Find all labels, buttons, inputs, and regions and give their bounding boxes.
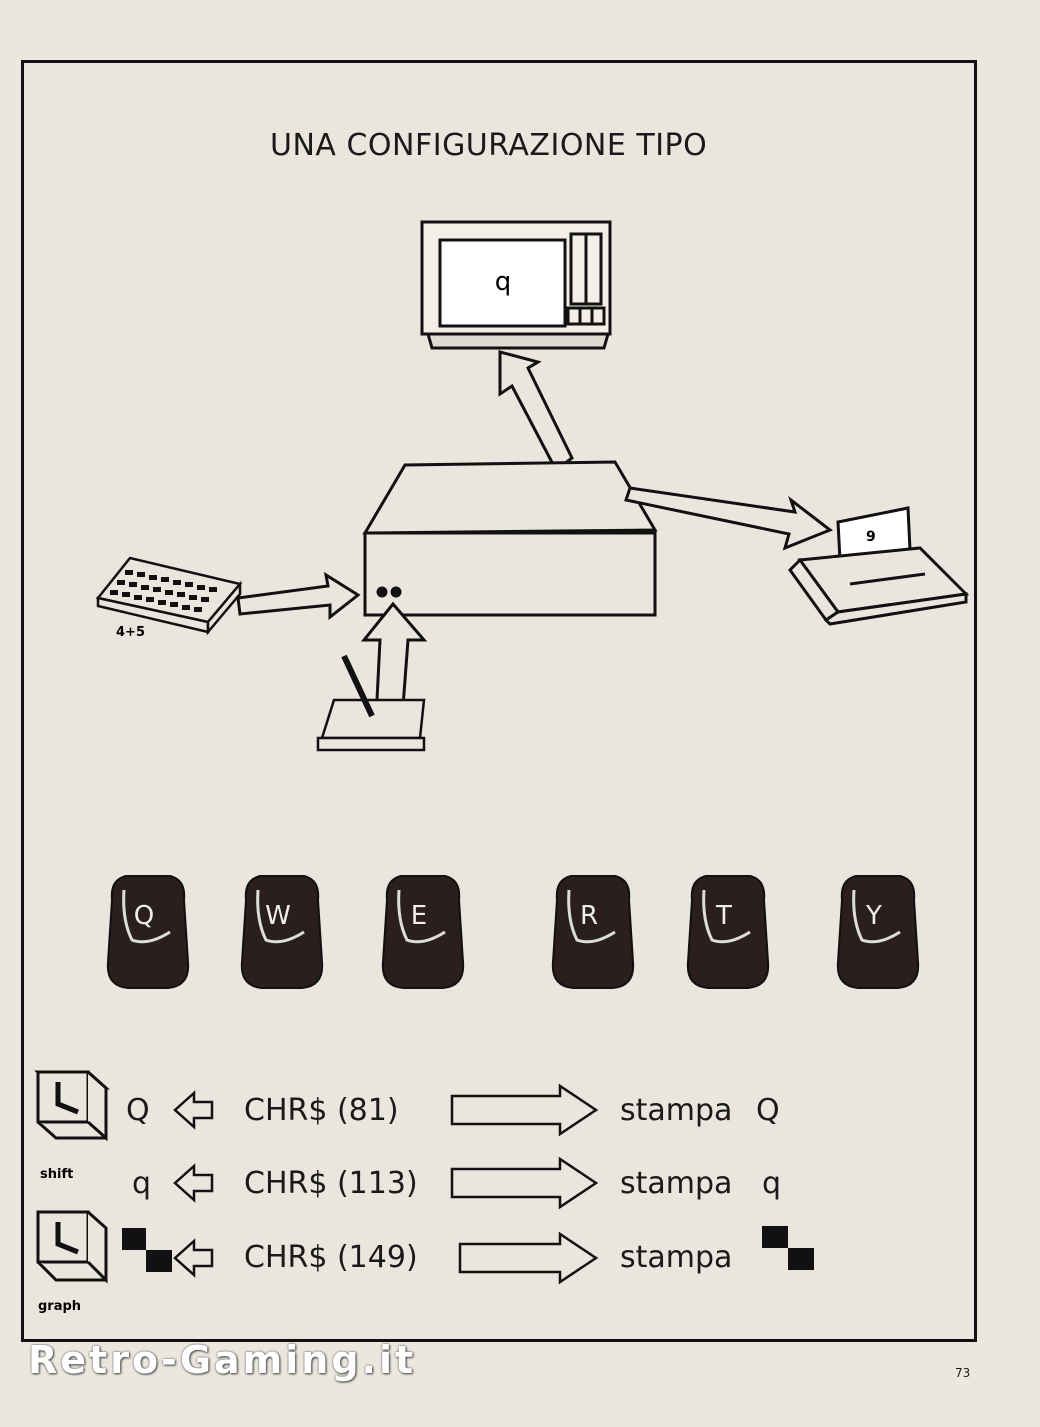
row3-code: CHR$ (149)	[244, 1240, 418, 1275]
keycap-q: Q	[106, 875, 190, 989]
graphic-char-149-left-icon	[122, 1228, 172, 1272]
row2-left-char: q	[132, 1166, 152, 1201]
keycap-letter: Q	[134, 901, 154, 931]
monitor-icon	[420, 220, 612, 350]
keyboard-icon	[95, 556, 243, 636]
row1-left-char: Q	[126, 1093, 150, 1128]
row2-result: q	[762, 1166, 782, 1201]
computer-icon	[362, 460, 658, 617]
arrow-to-monitor	[498, 350, 574, 473]
printer-paper-char: 9	[866, 529, 876, 545]
row2-code: CHR$ (113)	[244, 1166, 418, 1201]
row1-action: stampa	[620, 1093, 733, 1128]
keycap-letter: W	[265, 901, 291, 931]
keycap-letter: R	[580, 901, 598, 931]
keycap-w: W	[240, 875, 324, 989]
row2-action: stampa	[620, 1166, 733, 1201]
graphic-char-149-right-icon	[762, 1226, 814, 1270]
arrow-to-printer	[624, 486, 834, 551]
keycap-t: T	[686, 875, 770, 989]
arrow-from-keyboard	[236, 571, 361, 621]
shift-key-icon	[34, 1070, 110, 1142]
keycap-letter: E	[411, 901, 427, 931]
printer-icon	[788, 506, 970, 626]
keycap-e: E	[381, 875, 465, 989]
monitor-screen-char: q	[495, 267, 512, 297]
keyboard-label: 4+5	[116, 625, 145, 640]
page-title: UNA CONFIGURAZIONE TIPO	[270, 128, 708, 163]
graphics-tablet-icon	[316, 654, 426, 752]
keycap-r: R	[551, 875, 635, 989]
row1-code: CHR$ (81)	[244, 1093, 399, 1128]
page-number: 73	[955, 1366, 971, 1380]
keycap-letter: Y	[865, 901, 882, 931]
row-arrows	[173, 1083, 599, 1285]
graph-key-icon	[36, 1210, 108, 1284]
keycap-letter: T	[715, 901, 732, 931]
watermark: Retro-Gaming.it	[28, 1338, 417, 1382]
shift-key-label: shift	[40, 1167, 73, 1182]
graph-key-label: graph	[38, 1299, 81, 1314]
row3-action: stampa	[620, 1240, 733, 1275]
row1-result: Q	[756, 1093, 780, 1128]
keycap-y: Y	[836, 875, 920, 989]
